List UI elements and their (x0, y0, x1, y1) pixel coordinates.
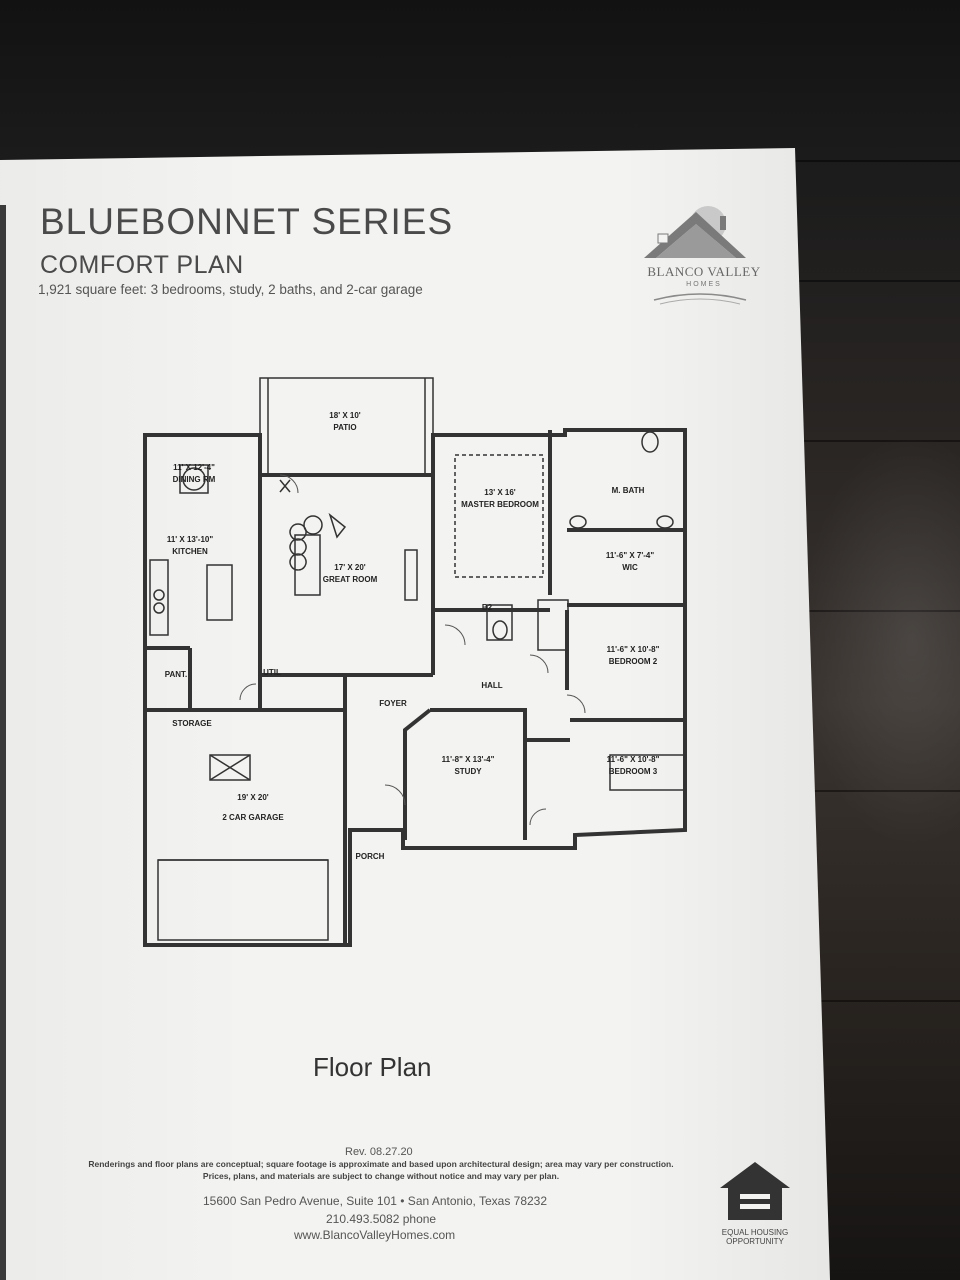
room-label-bedroom-3: BEDROOM 3 (609, 767, 658, 776)
disclaimer: Renderings and floor plans are conceptua… (66, 1158, 696, 1182)
disclaimer-line: Prices, plans, and materials are subject… (202, 1171, 560, 1181)
house-logo-icon (644, 206, 747, 305)
room-label-master-bath: M. BATH (612, 486, 645, 495)
room-label-great-room: GREAT ROOM (323, 575, 378, 584)
room-dims-garage: 19' X 20' (237, 793, 268, 802)
room-label-utility: UTIL (263, 668, 281, 677)
room-label-b2: B2 (482, 603, 493, 612)
room-label-pantry: PANT. (165, 670, 188, 679)
floor-plan-caption: Floor Plan (313, 1052, 432, 1082)
company-address: 15600 San Pedro Avenue, Suite 101 • San … (203, 1194, 548, 1208)
room-dims-bedroom-3: 11'-6" X 10'-8" (607, 755, 660, 764)
room-dims-great-room: 17' X 20' (334, 563, 365, 572)
company-website: www.BlancoValleyHomes.com (294, 1228, 456, 1242)
room-label-foyer: FOYER (379, 699, 407, 708)
equal-housing-line: EQUAL HOUSING (721, 1228, 789, 1237)
room-label-wic: WIC (622, 563, 638, 572)
floor-plank-seam (795, 1000, 960, 1002)
room-label-porch: PORCH (356, 852, 385, 861)
plan-name: COMFORT PLAN (40, 251, 244, 279)
paper-shading (0, 148, 830, 1280)
room-dims-wic: 11'-6" X 7'-4" (606, 551, 655, 560)
company-phone: 210.493.5082 phone (326, 1212, 437, 1226)
revision-date: Rev. 08.27.20 (345, 1146, 413, 1158)
light-reflection (800, 430, 960, 850)
equal-housing-text: EQUAL HOUSING OPPORTUNITY (716, 1228, 794, 1246)
room-label-dining: DINING RM (173, 475, 216, 484)
floor-plank-seam (795, 160, 960, 162)
logo-wordmark: BLANCO VALLEY (647, 264, 761, 279)
floor-plank-seam (795, 440, 960, 442)
room-label-study: STUDY (454, 767, 482, 776)
room-label-master: MASTER BEDROOM (461, 500, 539, 509)
floor-plan-drawing: 18' X 10' PATIO 11' X 12'-4" DINING RM 1… (143, 377, 687, 947)
room-label-storage: STORAGE (172, 719, 212, 728)
room-label-patio: PATIO (333, 423, 356, 432)
room-dims-master: 13' X 16' (484, 488, 515, 497)
room-dims-bedroom-2: 11'-6" X 10'-8" (607, 645, 660, 654)
room-dims-dining: 11' X 12'-4" (173, 463, 215, 472)
room-label-kitchen: KITCHEN (172, 547, 208, 556)
equal-housing-line: OPPORTUNITY (726, 1237, 784, 1246)
room-dims-patio: 18' X 10' (329, 411, 360, 420)
equal-housing-icon (720, 1162, 790, 1220)
floor-plank-seam (795, 610, 960, 612)
logo-tagline: HOMES (686, 281, 722, 288)
floor-plank-seam (795, 280, 960, 282)
floor-plank-seam (795, 790, 960, 792)
sheet-left-edge (0, 205, 6, 1280)
room-label-bedroom-2: BEDROOM 2 (609, 657, 658, 666)
paper-sheet (0, 148, 830, 1280)
room-label-hall: HALL (481, 681, 502, 690)
disclaimer-line: Renderings and floor plans are conceptua… (88, 1159, 674, 1169)
room-dims-study: 11'-8" X 13'-4" (442, 755, 495, 764)
room-dims-kitchen: 11' X 13'-10" (167, 535, 214, 544)
plan-description: 1,921 square feet: 3 bedrooms, study, 2 … (38, 282, 423, 297)
room-label-garage: 2 CAR GARAGE (222, 813, 284, 822)
series-title: BLUEBONNET SERIES (40, 201, 454, 242)
